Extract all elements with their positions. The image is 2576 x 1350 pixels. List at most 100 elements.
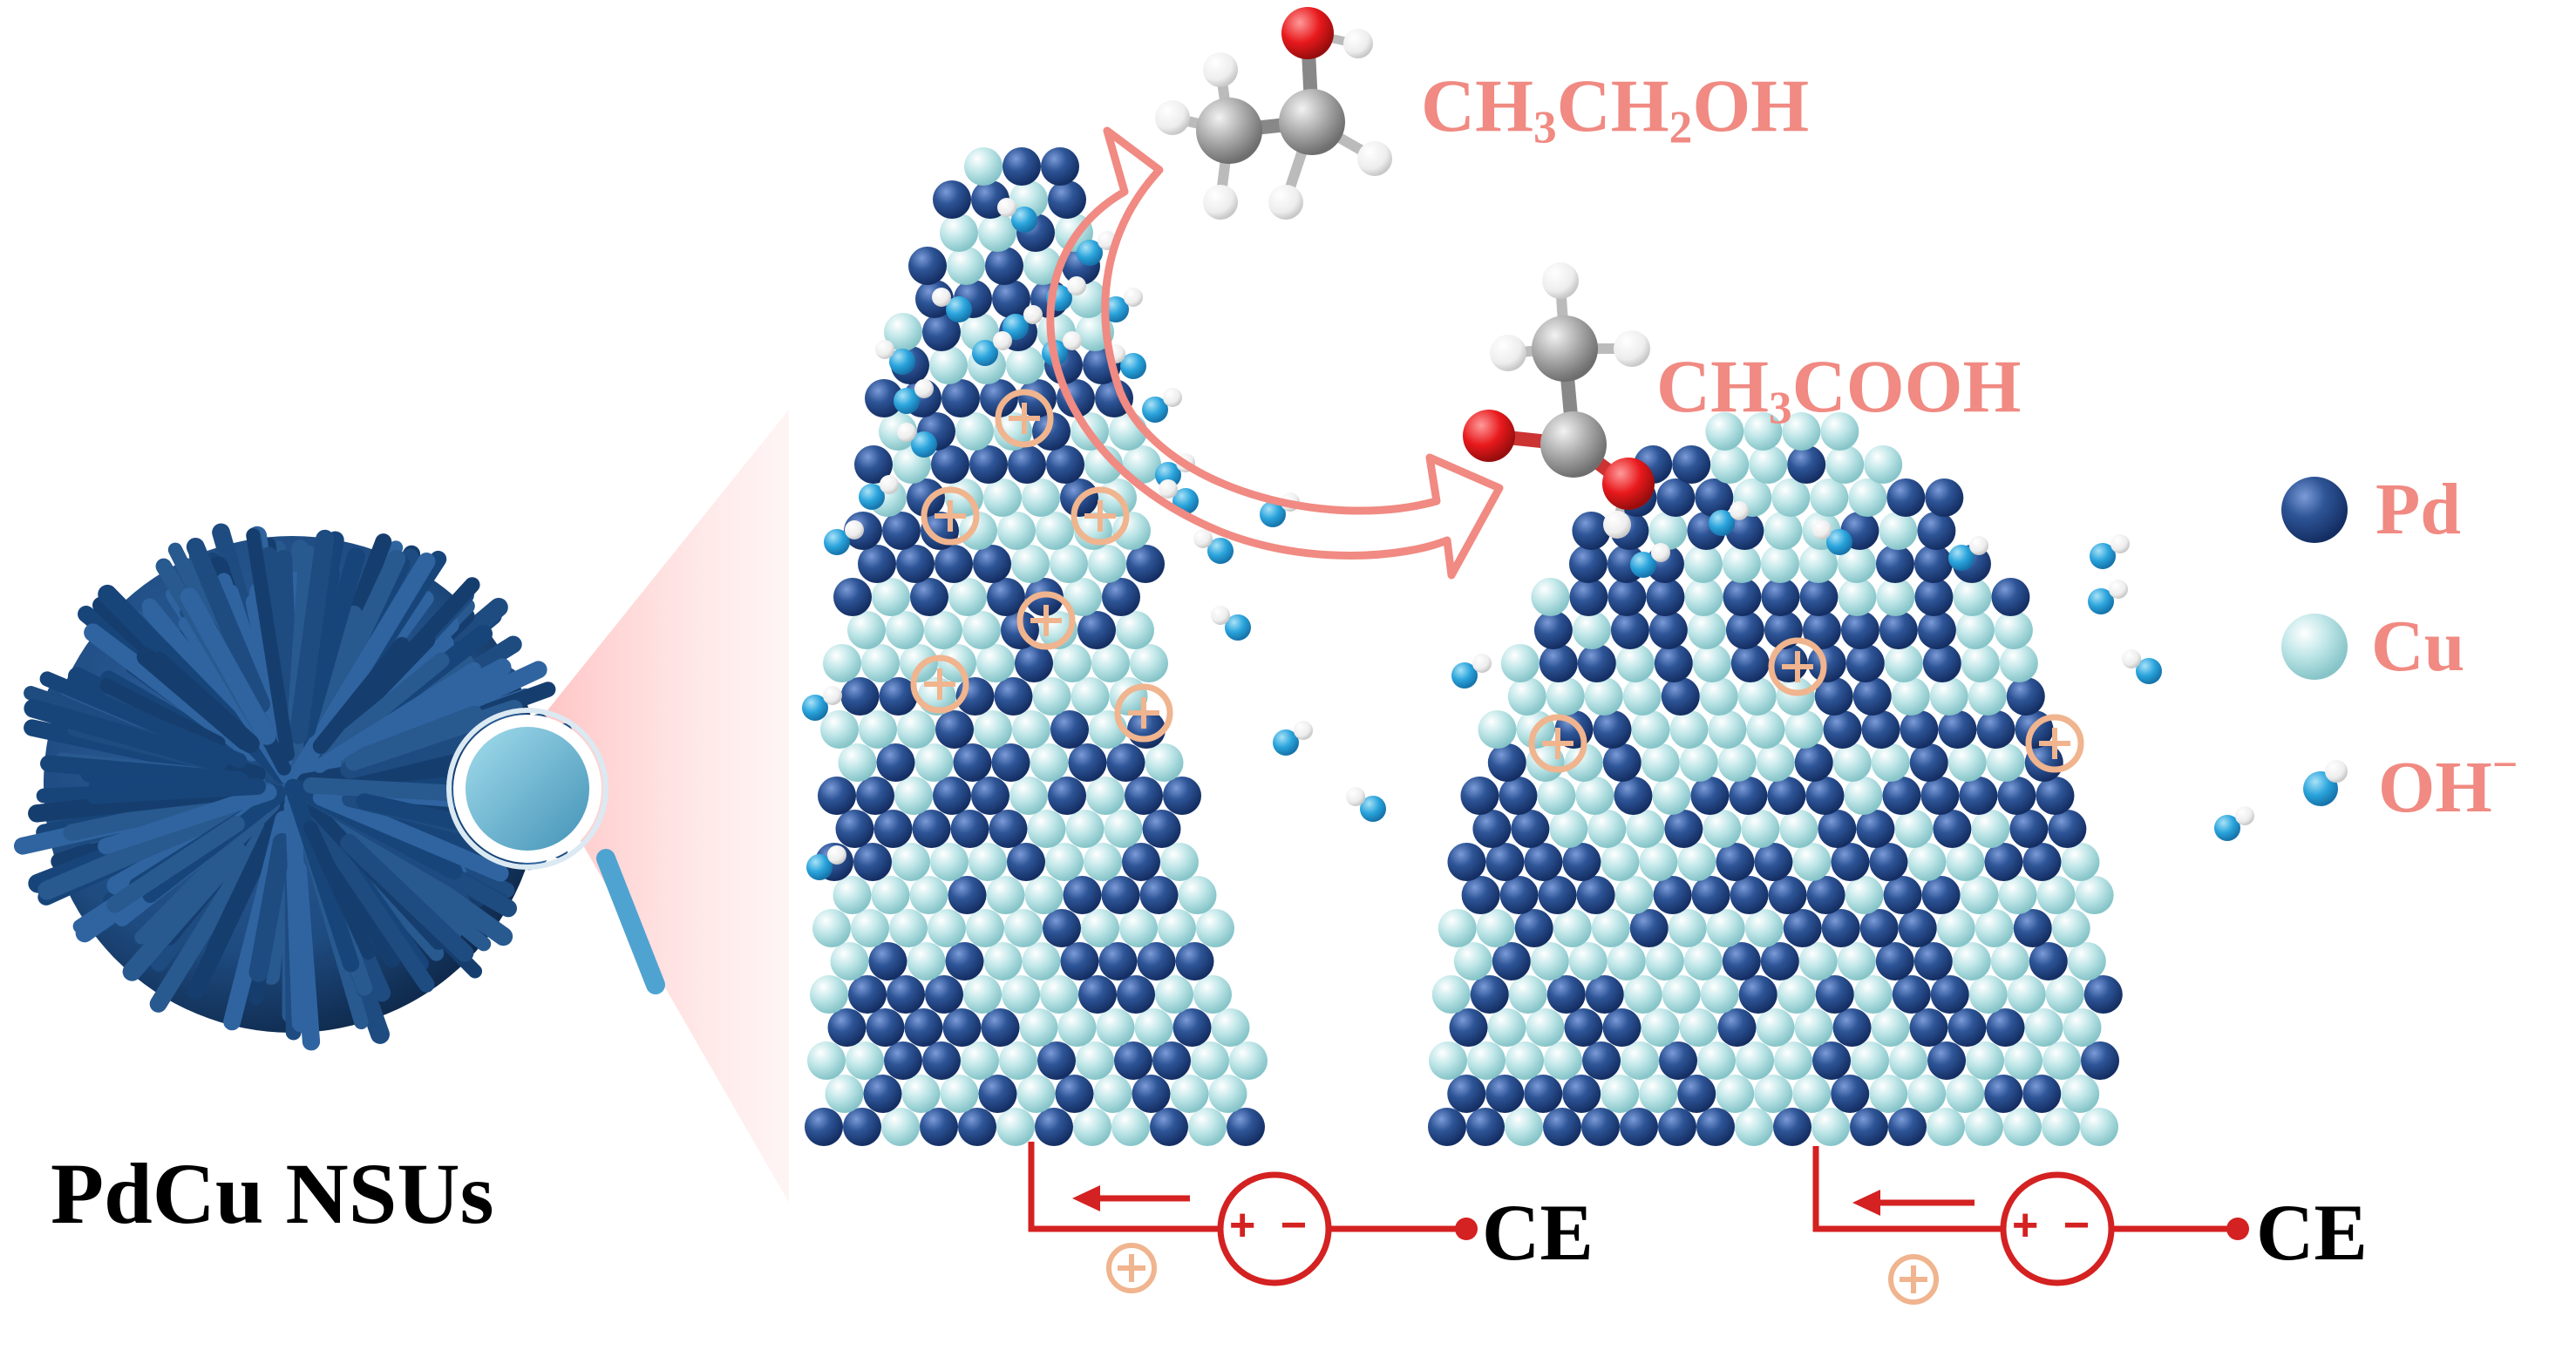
nanorod <box>275 550 298 710</box>
cu-atom <box>2042 1108 2080 1146</box>
pd-atom <box>1041 147 1079 186</box>
cu-atom <box>2004 1041 2043 1080</box>
hydroxide-ion <box>824 520 864 555</box>
pd-atom <box>1927 1041 1967 1080</box>
pd-atom <box>873 810 913 848</box>
cu-atom <box>1756 1008 1795 1047</box>
cu-atom <box>1965 1108 2003 1146</box>
cu-atom <box>1735 1108 1773 1146</box>
cu-atom <box>1111 1108 1150 1146</box>
cu-atom <box>1116 611 1154 649</box>
pd-atom <box>1760 942 1799 980</box>
pd-atom <box>2013 909 2052 947</box>
pd-atom <box>1568 545 1607 583</box>
pd-atom <box>1761 578 1800 616</box>
cu-atom <box>1710 445 1750 484</box>
hole-icon <box>1528 714 1587 773</box>
cu-atom <box>1811 1108 1850 1146</box>
cu-atom <box>847 611 886 649</box>
pd-atom <box>1015 644 1053 682</box>
cu-atom <box>983 478 1022 517</box>
cu-atom <box>1889 1041 1928 1080</box>
cu-atom <box>1229 1041 1268 1080</box>
pd-atom <box>1892 975 1931 1014</box>
hydroxide-ion <box>875 340 915 375</box>
pd-atom <box>969 445 1008 484</box>
cu-atom <box>1853 975 1893 1014</box>
pd-atom <box>1831 1075 1870 1113</box>
cu-atom <box>1053 644 1091 682</box>
cu-atom <box>1188 1108 1227 1146</box>
nanorod <box>344 699 523 771</box>
pd-atom <box>931 445 969 484</box>
pd-atom <box>1818 810 1857 848</box>
cu-atom <box>1022 478 1060 517</box>
hydroxide-ion <box>1709 501 1749 536</box>
cu-atom <box>2061 1075 2100 1113</box>
hydroxide-ion <box>1812 520 1852 555</box>
pd-atom <box>1152 1041 1191 1080</box>
pd-atom <box>2006 677 2045 716</box>
pd-atom <box>942 1008 982 1047</box>
pd-atom <box>853 843 892 881</box>
cu-atom <box>1974 909 2014 947</box>
cu-atom <box>1023 247 1062 285</box>
cu-atom <box>1134 1008 1173 1047</box>
cu-atom <box>1777 975 1816 1014</box>
pd-atom <box>1063 876 1102 914</box>
hydroxide-ion <box>859 475 899 510</box>
nanorod <box>300 802 435 993</box>
pd-atom <box>1585 975 1624 1014</box>
cu-atom <box>859 710 897 749</box>
cu-atom <box>1537 777 1576 815</box>
cu-atom <box>1837 942 1876 980</box>
cu-atom <box>974 710 1012 749</box>
pd-atom <box>1672 445 1711 484</box>
cu-atom <box>1907 843 1947 881</box>
cu-atom <box>996 1108 1035 1146</box>
cu-atom <box>2063 1008 2102 1047</box>
hydroxide-ion <box>1003 305 1043 340</box>
cu-atom <box>1575 777 1614 815</box>
pd-atom <box>1656 478 1696 517</box>
magnifier-icon <box>446 708 665 994</box>
nanorod <box>24 699 228 771</box>
cu-atom <box>1986 743 2025 782</box>
pd-atom <box>818 777 856 815</box>
cu-atom <box>1030 743 1069 782</box>
pd-atom <box>1620 1108 1658 1146</box>
pd-atom <box>1543 1108 1581 1146</box>
cu-atom <box>1960 876 1999 914</box>
cu-atom <box>1746 710 1785 749</box>
cu-atom <box>897 710 935 749</box>
cu-atom <box>1844 777 1883 815</box>
cu-atom <box>1639 1075 1678 1113</box>
cu-atom <box>1505 1041 1545 1080</box>
pd-atom <box>912 810 951 848</box>
pd-atom <box>1879 611 1918 649</box>
cu-atom <box>2036 876 2076 914</box>
pd-atom <box>1466 1108 1505 1146</box>
cu-atom <box>1631 710 1670 749</box>
pd-atom <box>1754 843 1793 881</box>
cu-atom <box>1832 743 1872 782</box>
cu-atom <box>846 1041 884 1080</box>
pd-atom <box>1787 445 1826 484</box>
pd-atom <box>856 777 894 815</box>
pd-atom <box>1648 611 1688 649</box>
cu-atom <box>1968 975 2008 1014</box>
cu-atom <box>1662 975 1701 1014</box>
cu-atom <box>1743 412 1783 451</box>
left-circuit <box>1028 1142 1478 1286</box>
pd-atom <box>925 975 963 1014</box>
cu-atom <box>1158 909 1196 947</box>
pd-atom <box>1227 1108 1265 1146</box>
pd-atom <box>1142 810 1181 848</box>
pd-atom <box>879 677 918 716</box>
cu-atom <box>1771 478 1811 517</box>
pd-atom <box>1485 1075 1525 1113</box>
pd-atom <box>1048 180 1086 219</box>
pd-atom <box>992 280 1030 318</box>
pd-atom <box>1852 677 1892 716</box>
cu-atom <box>1544 1041 1583 1080</box>
